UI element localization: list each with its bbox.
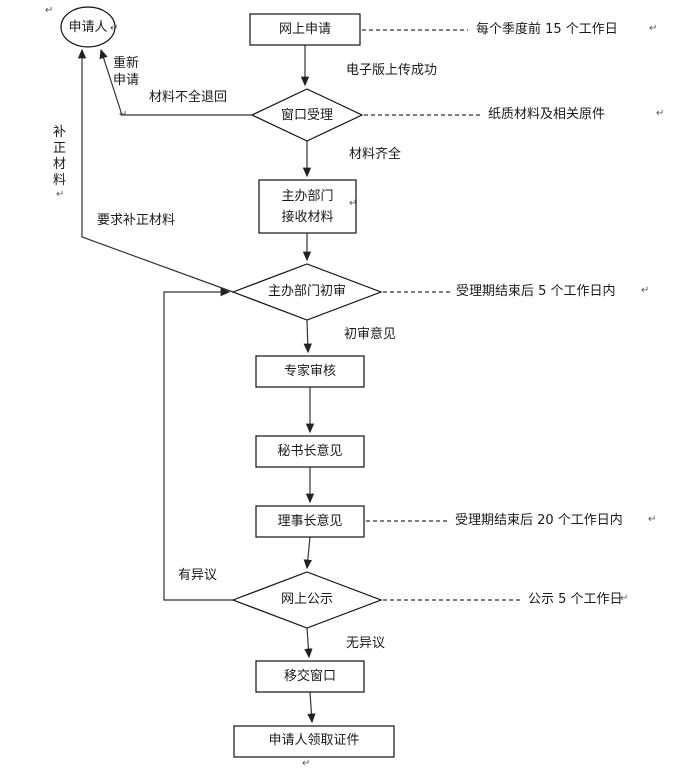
node-label-chairman-opinion: 理事长意见: [277, 514, 343, 529]
node-label-applicant: 申请人: [68, 20, 108, 35]
node-label-dept-receive-line1: 主办部门: [281, 189, 334, 204]
return-mark-icon: ↵: [302, 758, 311, 769]
node-label-online-apply: 网上申请: [278, 22, 331, 37]
edge-label-review-opinion: 初审意见: [344, 327, 397, 342]
edge-label-request-supplement: 要求补正材料: [97, 213, 176, 228]
online-apply-box: [249, 13, 361, 46]
node-label-transfer-window: 移交窗口: [283, 669, 336, 684]
transfer-window-box: [255, 660, 365, 693]
edge-label-upload-success: 电子版上传成功: [346, 63, 438, 78]
collect-certificate-box: [233, 725, 395, 758]
return-mark-icon: ↵: [648, 514, 657, 525]
return-mark-icon: ↵: [649, 23, 658, 34]
applicant-oval: [60, 6, 116, 48]
node-label-window-accept: 窗口受理: [280, 108, 333, 123]
return-mark-icon: ↵: [620, 593, 629, 604]
edge-label-materials-complete: 材料齐全: [349, 147, 402, 162]
annotation-chairman-deadline: 受理期结束后 20 个工作日内: [455, 513, 623, 528]
node-label-public-notice: 网上公示: [280, 592, 333, 607]
connector-review-to-expert: [303, 319, 312, 354]
return-mark-icon: ↵: [119, 109, 128, 120]
return-mark-icon: ↵: [641, 285, 650, 296]
node-label-dept-receive: 主办部门 接收材料: [259, 186, 356, 228]
return-mark-icon: ↵: [656, 108, 665, 119]
window-accept-diamond: [250, 88, 364, 142]
dept-receive-box: [258, 179, 357, 234]
secretary-opinion-box: [255, 435, 365, 468]
annotation-notice-duration: 公示 5 个工作日: [528, 592, 623, 607]
annotation-paper-materials: 纸质材料及相关原件: [488, 107, 606, 122]
node-label-dept-review: 主办部门初审: [267, 284, 346, 299]
return-mark-icon: ↵: [45, 5, 54, 16]
loop-request-supplement: [77, 48, 234, 293]
edge-label-reapply: 重新申请: [113, 56, 140, 88]
edge-label-no-objection: 无异议: [346, 636, 386, 651]
annotation-apply-deadline: 每个季度前 15 个工作日: [476, 22, 618, 37]
node-label-collect-certificate: 申请人领取证件: [268, 733, 360, 748]
connector-notice-to-transfer: [304, 627, 313, 659]
chairman-opinion-box: [255, 505, 365, 538]
annotation-review-deadline: 受理期结束后 5 个工作日内: [456, 284, 616, 299]
expert-review-box: [255, 355, 365, 388]
edge-label-materials-incomplete: 材料不全退回: [149, 90, 228, 105]
return-mark-icon: ↵: [56, 189, 65, 200]
connector-chairman-to-notice: [303, 536, 312, 570]
loop-materials-incomplete: [99, 48, 252, 116]
edge-label-supplement: 补正材料: [52, 125, 66, 188]
public-notice-diamond: [231, 571, 383, 629]
node-label-secretary-opinion: 秘书长意见: [277, 444, 343, 459]
loop-objection: [163, 287, 235, 601]
return-mark-icon: ↵: [110, 23, 119, 34]
node-label-dept-receive-line2: 接收材料: [281, 210, 334, 225]
node-label-expert-review: 专家审核: [283, 364, 336, 379]
return-mark-icon: ↵: [349, 198, 358, 209]
edge-label-objection: 有异议: [178, 568, 218, 583]
connector-transfer-to-collect: [307, 691, 316, 724]
dept-review-diamond: [231, 263, 383, 321]
